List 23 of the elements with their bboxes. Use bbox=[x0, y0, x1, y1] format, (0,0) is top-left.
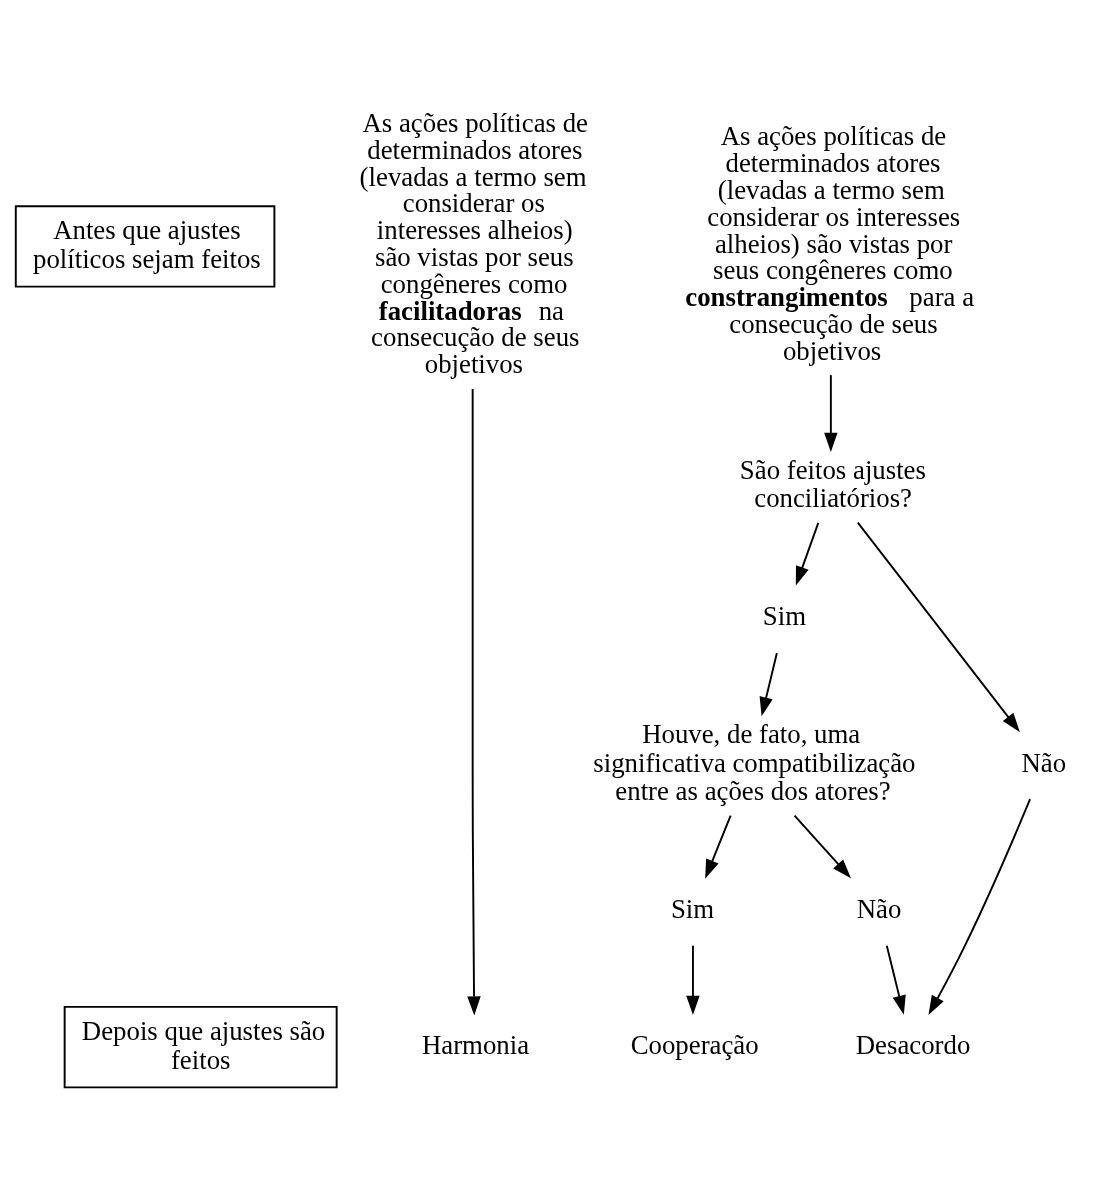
arrow bbox=[705, 814, 732, 879]
node-text: Sim bbox=[670, 893, 715, 924]
node-text: Sim bbox=[762, 600, 807, 631]
node-box: Antes que ajustes políticos sejam feitos bbox=[14, 204, 276, 288]
arrow bbox=[793, 814, 851, 878]
node-text: As ações políticas de determinados atores (levadas a termo sem considerar os interesses alheios) são vistas por seus congêneres como facilitadoras na consecução de seus objetivos bbox=[359, 107, 588, 379]
arrow bbox=[928, 797, 1032, 1015]
node-text: Cooperação bbox=[630, 1029, 759, 1060]
arrow bbox=[467, 387, 481, 1015]
node-text: Não bbox=[856, 893, 902, 924]
arrow bbox=[856, 521, 1020, 732]
node-text: As ações políticas de determinados atores (levadas a termo sem considerar os interesses alheios) são vistas por seus congêneres como constrangimentos para a consecução de seus objetivos bbox=[685, 120, 975, 366]
node-text: Não bbox=[1021, 747, 1067, 778]
node-box: Depois que ajustes são feitos bbox=[63, 1005, 338, 1088]
node-text: Houve, de fato, uma significativa compatibilização entre as ações dos atores? bbox=[593, 718, 916, 806]
node-text: Desacordo bbox=[855, 1029, 971, 1060]
arrow bbox=[824, 373, 838, 452]
arrow bbox=[885, 944, 906, 1015]
node-text: São feitos ajustes conciliatórios? bbox=[739, 454, 926, 513]
arrow bbox=[795, 521, 820, 586]
node-text: Harmonia bbox=[421, 1029, 530, 1060]
arrow bbox=[686, 944, 700, 1015]
arrow bbox=[759, 651, 778, 716]
